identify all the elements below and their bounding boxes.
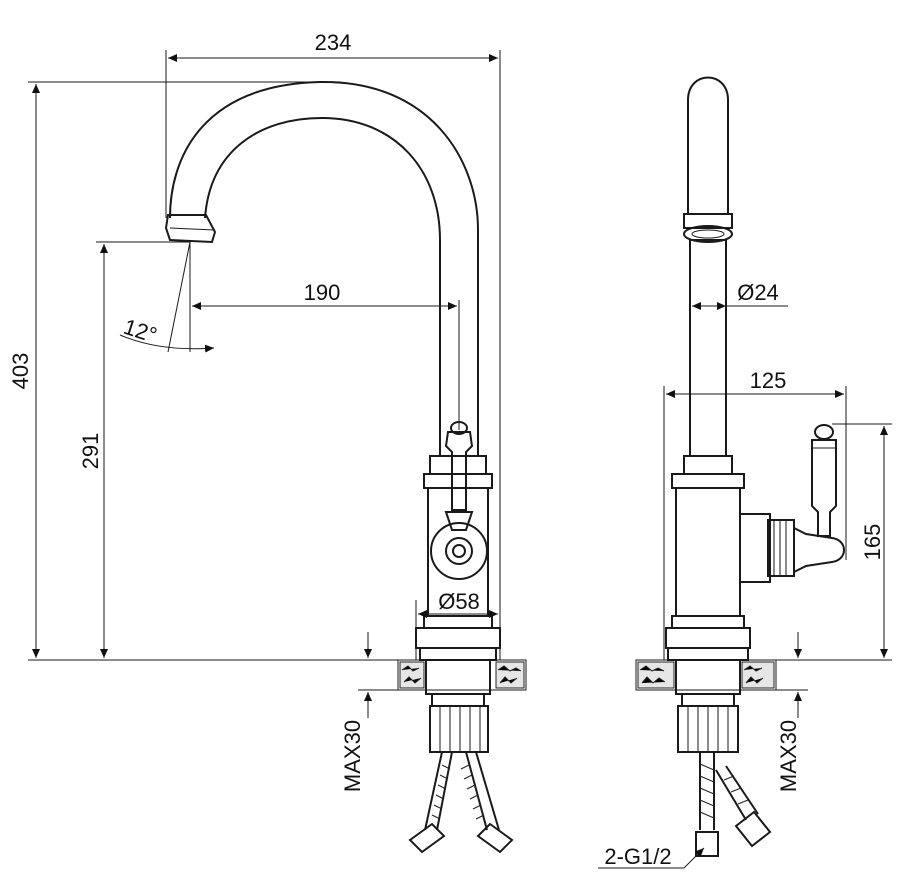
hoses-right xyxy=(695,752,772,857)
dim-403: 403 xyxy=(8,81,398,661)
spout-tip xyxy=(164,214,217,244)
dim-190-label: 190 xyxy=(304,280,341,305)
dim-403-label: 403 xyxy=(8,353,33,390)
valve-cap xyxy=(430,522,488,580)
dim-125: 125 xyxy=(663,368,847,660)
handle xyxy=(444,431,474,511)
dim-234: 234 xyxy=(165,30,501,660)
dim-max30-left: MAX30 xyxy=(340,632,420,792)
dim-24: Ø24 xyxy=(692,280,788,310)
hoses-left xyxy=(408,751,514,854)
dim-max30-right: MAX30 xyxy=(748,632,808,792)
mounting-nut xyxy=(429,705,489,753)
dim-190: 190 xyxy=(189,242,460,430)
spout-column-top xyxy=(687,76,729,214)
dim-165-label: 165 xyxy=(860,524,885,561)
spout-outer xyxy=(169,80,479,456)
dim-125-label: 125 xyxy=(750,368,787,393)
countertop-right xyxy=(635,659,777,691)
dim-58: Ø58 xyxy=(415,589,501,660)
dim-165: 165 xyxy=(748,423,892,661)
dim-291: 291 xyxy=(78,241,190,658)
side-handle xyxy=(811,439,837,537)
dim-connection: 2-G1/2 xyxy=(598,844,705,869)
dim-234-label: 234 xyxy=(315,30,352,55)
dim-angle: 12° xyxy=(119,241,215,353)
body-collar xyxy=(429,455,487,475)
spout-inner xyxy=(204,116,441,456)
dim-58-label: Ø58 xyxy=(438,589,480,614)
dim-angle-label: 12° xyxy=(121,314,160,348)
side-body xyxy=(675,487,741,617)
dim-max30-right-label: MAX30 xyxy=(776,720,801,792)
countertop-left xyxy=(397,659,527,691)
dim-max30-left-label: MAX30 xyxy=(340,720,365,792)
dim-291-label: 291 xyxy=(78,433,103,470)
side-view: Ø24 125 165 MAX30 2-G1/2 xyxy=(598,76,892,869)
spout-column xyxy=(689,239,727,457)
front-view: 234 403 291 190 12° xyxy=(8,30,527,854)
dim-connection-label: 2-G1/2 xyxy=(604,844,671,869)
dim-24-label: Ø24 xyxy=(737,280,779,305)
